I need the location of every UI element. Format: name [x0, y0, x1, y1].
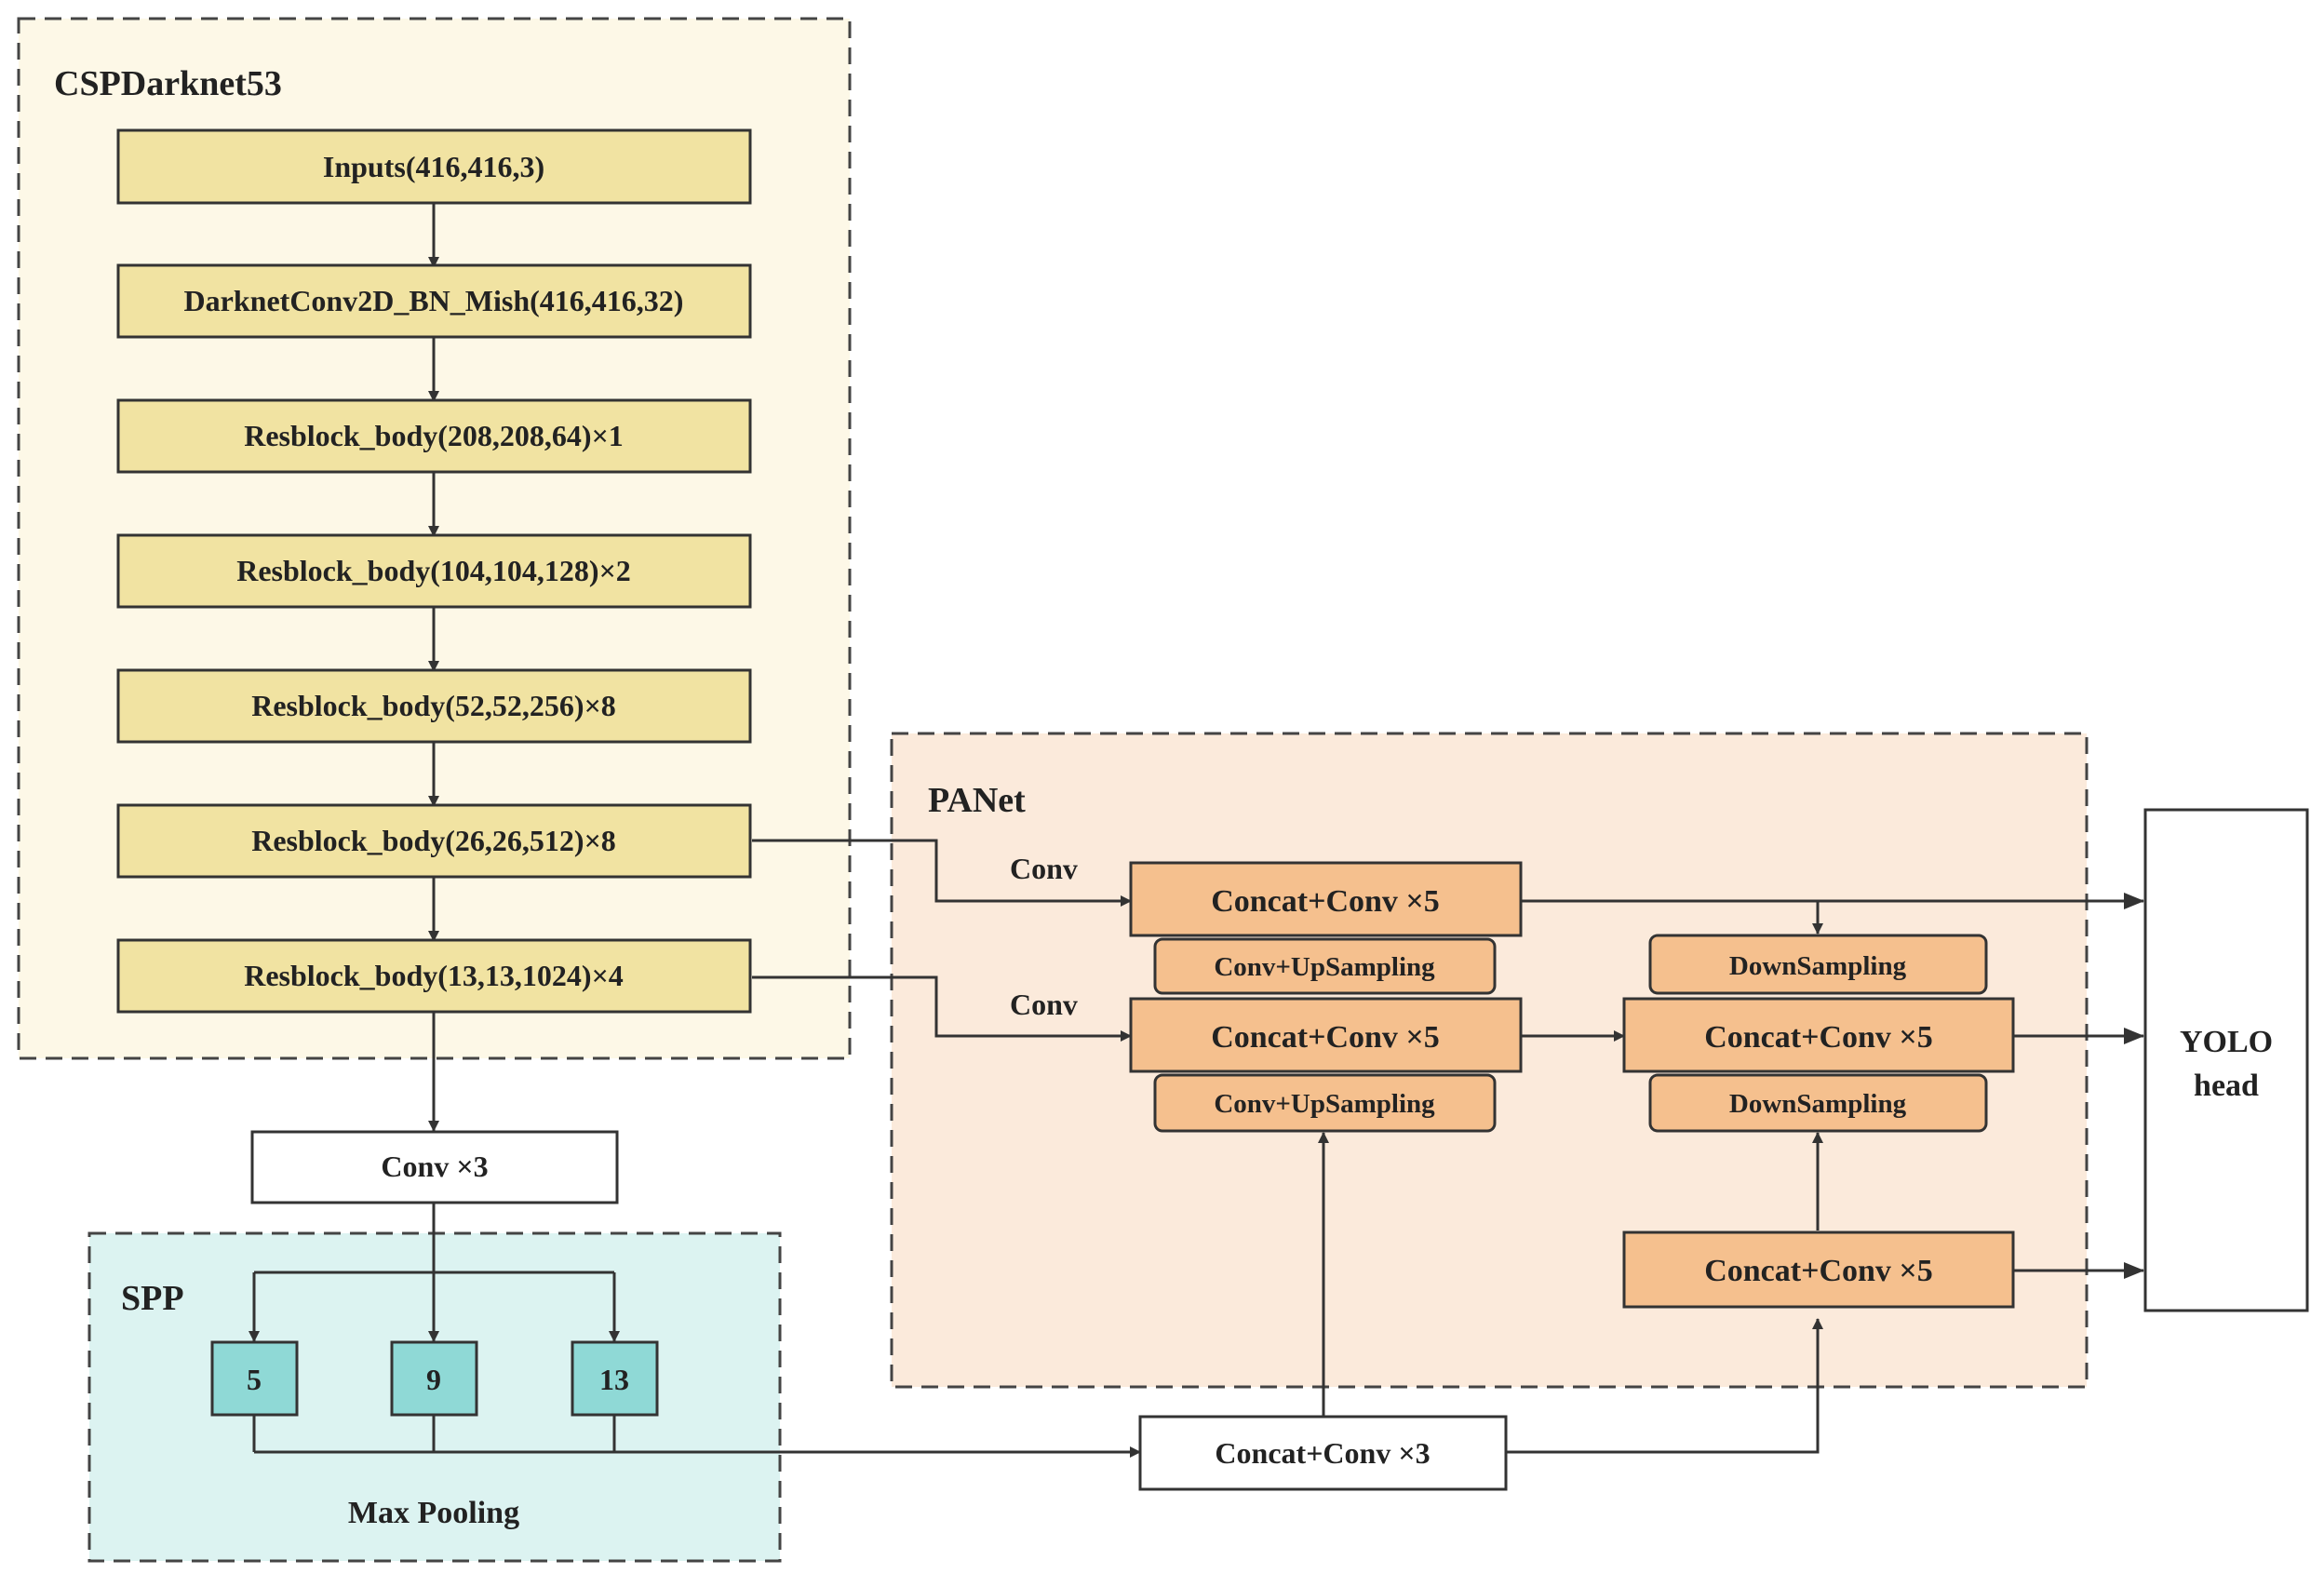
layer-box-resblock-2 — [116, 533, 752, 609]
layer-label-resblock-4: Resblock_body(26,26,512)×8 — [251, 824, 616, 857]
layer-box-resblock-4 — [116, 803, 752, 879]
pool-label-9: 9 — [426, 1363, 441, 1396]
layer-label-darknetconv: DarknetConv2D_BN_Mish(416,416,32) — [184, 284, 684, 317]
upsampling-box-1 — [1153, 937, 1497, 995]
layer-label-resblock-2: Resblock_body(104,104,128)×2 — [236, 554, 631, 587]
downsampling-box-2 — [1648, 1073, 1988, 1133]
concat-conv3-box — [1138, 1415, 1508, 1491]
pool-label-5: 5 — [247, 1363, 262, 1396]
pool-box-5 — [210, 1340, 299, 1417]
max-pooling-label: Max Pooling — [348, 1496, 519, 1530]
yolo-head-label-line1: YOLO — [2180, 1025, 2273, 1059]
left-top-concat-box — [1129, 861, 1523, 937]
left-mid-concat-box — [1129, 997, 1523, 1073]
right-mid-concat-box — [1622, 997, 2015, 1073]
yolo-head-label-line2: head — [2194, 1069, 2259, 1103]
pool-box-9 — [390, 1340, 478, 1417]
connectors — [249, 203, 2144, 1458]
upsampling-label-1: Conv+UpSampling — [1214, 952, 1435, 982]
yolo-head-box — [2143, 808, 2309, 1312]
backbone-layers: Inputs(416,416,3) DarknetConv2D_BN_Mish(… — [116, 128, 752, 1014]
neck-group-title: PANet — [928, 781, 1026, 820]
right-mid-concat-label: Concat+Conv ×5 — [1704, 1020, 1933, 1055]
layer-label-resblock-3: Resblock_body(52,52,256)×8 — [251, 689, 616, 722]
pool-label-13: 13 — [599, 1363, 629, 1396]
conv3-label: Conv ×3 — [381, 1150, 488, 1183]
layer-box-resblock-5 — [116, 938, 752, 1014]
layer-box-resblock-3 — [116, 668, 752, 744]
conv-label-2: Conv — [1010, 988, 1078, 1021]
layer-box-inputs — [116, 128, 752, 205]
layer-label-resblock-5: Resblock_body(13,13,1024)×4 — [244, 959, 624, 992]
layer-label-inputs: Inputs(416,416,3) — [323, 150, 544, 183]
layer-box-resblock-1 — [116, 398, 752, 474]
layer-box-darknetconv — [116, 263, 752, 339]
left-top-concat-label: Concat+Conv ×5 — [1211, 884, 1440, 919]
layer-label-resblock-1: Resblock_body(208,208,64)×1 — [244, 419, 624, 452]
downsampling-label-2: DownSampling — [1729, 1089, 1907, 1119]
left-mid-concat-label: Concat+Conv ×5 — [1211, 1020, 1440, 1055]
conv3-box — [250, 1130, 619, 1204]
conv-label-1: Conv — [1010, 852, 1078, 885]
upsampling-box-2 — [1153, 1073, 1497, 1133]
concat-conv3-label: Concat+Conv ×3 — [1215, 1436, 1430, 1470]
upsampling-label-2: Conv+UpSampling — [1214, 1089, 1435, 1119]
downsampling-box-1 — [1648, 934, 1988, 995]
right-bottom-concat-label: Concat+Conv ×5 — [1704, 1254, 1933, 1288]
downsampling-label-1: DownSampling — [1729, 951, 1907, 981]
right-bottom-concat-box — [1622, 1231, 2015, 1309]
pool-box-13 — [571, 1340, 659, 1417]
panet-blocks: Conv Conv Concat+Conv ×5 Conv+UpSampling… — [1010, 852, 2015, 1309]
backbone-group-title: CSPDarknet53 — [54, 64, 282, 103]
spp-group-title: SPP — [121, 1279, 184, 1318]
spp-pools: 5 9 13 — [210, 1340, 659, 1417]
